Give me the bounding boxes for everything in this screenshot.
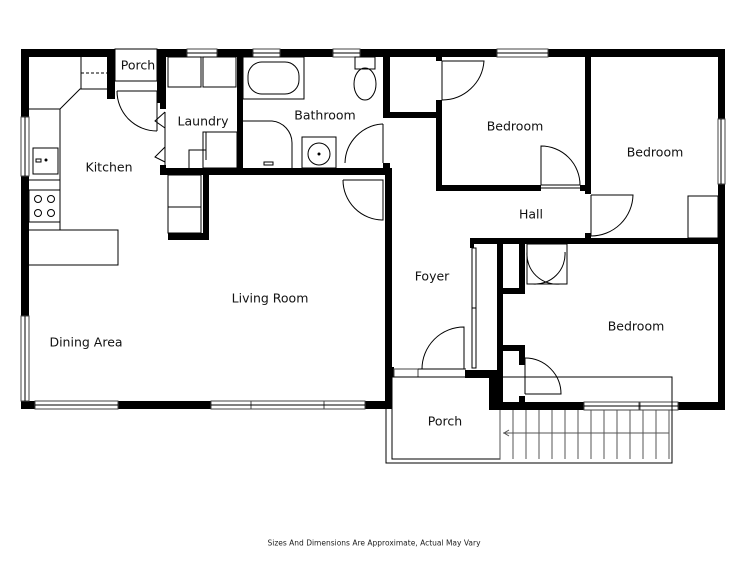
foyer-doors	[342, 175, 477, 370]
room-label-dining-area: Dining Area	[49, 334, 123, 350]
exterior-walls	[21, 49, 725, 410]
bedroom-1-doors	[441, 60, 581, 189]
room-label-bedroom-3: Bedroom	[607, 318, 665, 334]
bedroom-2-doors	[590, 194, 719, 239]
laundry-fixtures	[167, 56, 238, 234]
bedroom-3-closets	[524, 243, 568, 395]
room-label-bedroom-1: Bedroom	[486, 118, 544, 134]
room-label-porch-back: Porch	[120, 57, 156, 73]
interior-walls	[160, 49, 725, 408]
room-label-foyer: Foyer	[414, 268, 450, 284]
room-label-living-room: Living Room	[231, 290, 309, 306]
room-label-kitchen: Kitchen	[85, 159, 133, 175]
room-label-bedroom-2: Bedroom	[626, 144, 684, 160]
bathroom-fixtures	[242, 56, 384, 169]
stairs	[499, 410, 670, 459]
porch-back-fixtures	[114, 48, 166, 165]
front-porch	[385, 376, 673, 464]
room-label-bathroom: Bathroom	[294, 107, 356, 123]
room-label-porch-front: Porch	[427, 413, 463, 429]
room-label-hall: Hall	[518, 206, 544, 222]
room-label-laundry: Laundry	[177, 113, 229, 129]
kitchen-fixtures	[28, 57, 119, 266]
disclaimer-text: Sizes And Dimensions Are Approximate, Ac…	[267, 538, 481, 548]
windows	[20, 48, 726, 411]
